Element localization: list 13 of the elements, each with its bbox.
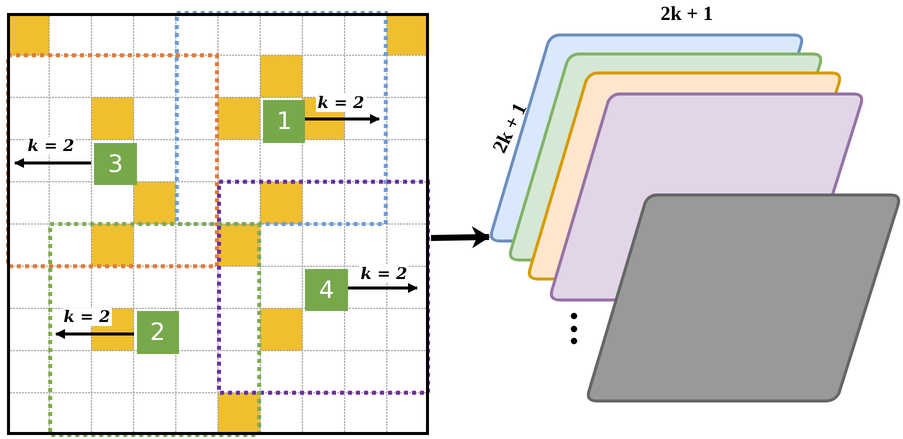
layer-sheet <box>585 193 903 403</box>
k-label: k = 2 <box>62 308 112 326</box>
k-label: k = 2 <box>316 94 366 112</box>
numbered-cell: 4 <box>305 269 348 312</box>
k-label: k = 2 <box>358 265 410 283</box>
k-label: k = 2 <box>26 137 76 155</box>
numbered-cell: 2 <box>136 311 179 354</box>
grid <box>7 13 429 435</box>
arrow <box>430 226 490 248</box>
numbered-cell: 1 <box>263 100 306 143</box>
numbered-cell: 3 <box>94 142 137 185</box>
dimension-label: 2k + 1 <box>490 100 530 156</box>
dimension-label: 2k + 1 <box>660 4 714 24</box>
